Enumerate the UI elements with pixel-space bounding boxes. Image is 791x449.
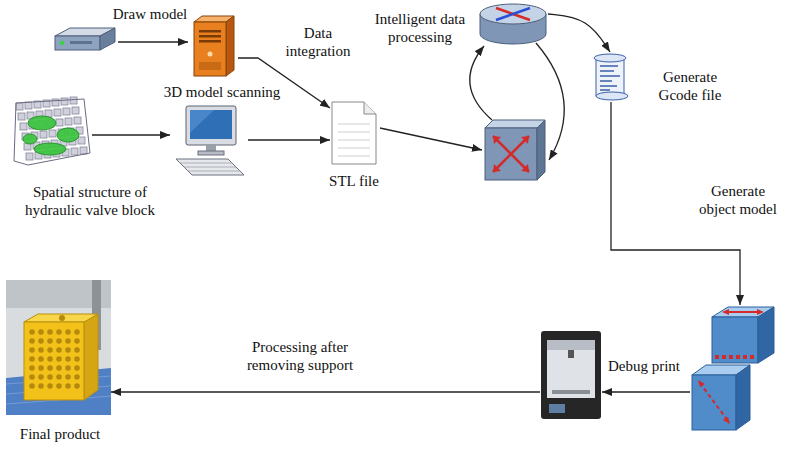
boxes-icon xyxy=(690,305,776,432)
icon-node: Spatial structure of hydraulic valve blo… xyxy=(12,95,92,167)
flow-arrow xyxy=(118,41,188,42)
flow-arrow xyxy=(111,391,540,392)
icon-node: Generate Gcode file xyxy=(590,52,632,102)
flow-arrow xyxy=(92,134,170,135)
printer-icon xyxy=(540,330,602,420)
icon-node: Final product xyxy=(6,280,111,415)
edge-label: Processing after removing support xyxy=(233,338,367,374)
switch-icon xyxy=(485,120,545,180)
icon-node: STL file xyxy=(330,100,378,166)
lattice-icon xyxy=(12,95,92,167)
node-caption: Intelligent data processing xyxy=(365,10,475,46)
flow-arrow xyxy=(380,128,482,150)
photo-icon xyxy=(6,280,111,415)
flow-arrow xyxy=(248,139,330,140)
computer-icon xyxy=(170,105,248,177)
processing-loop-arrow xyxy=(536,43,564,160)
label-holder: Data integration xyxy=(278,24,358,60)
processing-loop-arrow xyxy=(470,46,492,120)
icon-node: Debug print xyxy=(540,330,602,420)
server-icon xyxy=(190,14,238,78)
node-caption: Generate Gcode file xyxy=(650,68,730,104)
node-caption: Debug print xyxy=(608,357,680,375)
node-caption: Final product xyxy=(20,425,100,443)
node-caption: Generate object model xyxy=(695,182,781,218)
node-caption: Draw model xyxy=(113,5,188,23)
flow-arrow xyxy=(602,391,690,392)
label-holder: Processing after removing support xyxy=(233,338,367,374)
router-icon xyxy=(478,2,548,48)
scroll-icon xyxy=(590,52,632,102)
node-caption: 3D model scanning xyxy=(164,83,281,101)
icon-node: Draw model xyxy=(190,14,238,78)
node-caption: Spatial structure of hydraulic valve blo… xyxy=(15,183,165,219)
flow-note: Data integration xyxy=(278,24,358,60)
node-caption: STL file xyxy=(329,172,379,190)
icon-node: Generate object model xyxy=(690,305,776,432)
doc-icon xyxy=(330,100,378,166)
input-device-icon xyxy=(55,28,115,50)
flow-arrow xyxy=(548,14,610,52)
flow-arrow xyxy=(238,58,330,108)
icon-node: 3D model scanning xyxy=(170,105,248,177)
icon-node: Intelligent data processing xyxy=(478,2,548,48)
